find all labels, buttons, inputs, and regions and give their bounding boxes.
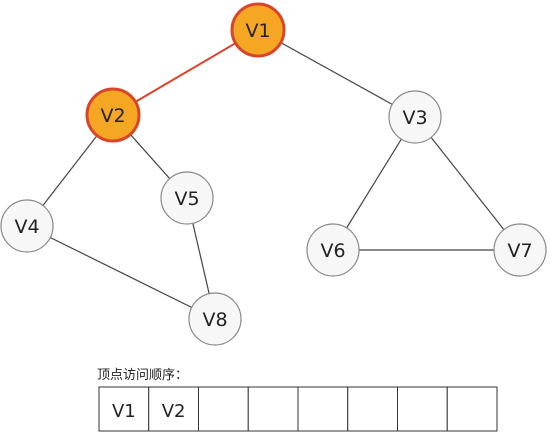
node-v2: V2: [85, 87, 141, 143]
visit-order-cell-box: [198, 386, 249, 432]
visit-order-cell-box: [347, 386, 398, 432]
visit-order-cell-box: [247, 386, 299, 432]
edge-v1-v2: [112, 29, 259, 116]
node-circle-v5: [160, 171, 214, 225]
visit-order-cell-box: [446, 386, 498, 432]
node-label-v6: V6: [320, 240, 345, 262]
node-label-v1: V1: [245, 20, 270, 42]
node-circle-v3: [388, 90, 442, 144]
visit-order-cell: [247, 386, 299, 432]
node-v8: V8: [188, 292, 242, 346]
node-circle-v7: [493, 223, 547, 277]
node-label-v7: V7: [507, 240, 532, 262]
node-circle-v4: [0, 199, 54, 253]
node-circle-v2: [85, 87, 141, 143]
visit-order-cell-box: [98, 386, 150, 432]
visit-order-cell-box: [397, 386, 448, 432]
node-circle-v8: [188, 292, 242, 346]
node-label-v2: V2: [100, 105, 125, 127]
visit-order-cell: V2: [148, 386, 199, 432]
node-label-v8: V8: [202, 309, 227, 331]
node-v3: V3: [388, 90, 442, 144]
node-label-v5: V5: [174, 188, 199, 210]
visit-order-cell-box: [148, 386, 199, 432]
node-label-v4: V4: [14, 216, 39, 238]
visit-order-cell: [198, 386, 249, 432]
node-v5: V5: [160, 171, 214, 225]
node-v4: V4: [0, 199, 54, 253]
node-circle-v6: [306, 223, 360, 277]
node-circle-v1: [230, 2, 286, 58]
edge-layer: [26, 29, 521, 320]
visit-order-cell: [397, 386, 448, 432]
visit-order-cell: [297, 386, 349, 432]
edge-v3-v7: [414, 116, 521, 251]
node-v7: V7: [493, 223, 547, 277]
visit-order-cell: [347, 386, 398, 432]
visit-order-cell: V1: [98, 386, 150, 432]
visit-order-cell: [446, 386, 498, 432]
visit-order-cell-label: V2: [162, 401, 186, 422]
node-label-v3: V3: [402, 107, 427, 129]
visit-order-cell-box: [297, 386, 349, 432]
node-v1: V1: [230, 2, 286, 58]
visit-order-cell-label: V1: [112, 401, 136, 422]
visit-order-caption: 顶点访问顺序：: [97, 368, 188, 383]
node-v6: V6: [306, 223, 360, 277]
visit-order-table: V1 V2: [98, 386, 498, 432]
edge-v4-v8: [26, 225, 216, 320]
edge-v1-v3: [257, 29, 416, 118]
